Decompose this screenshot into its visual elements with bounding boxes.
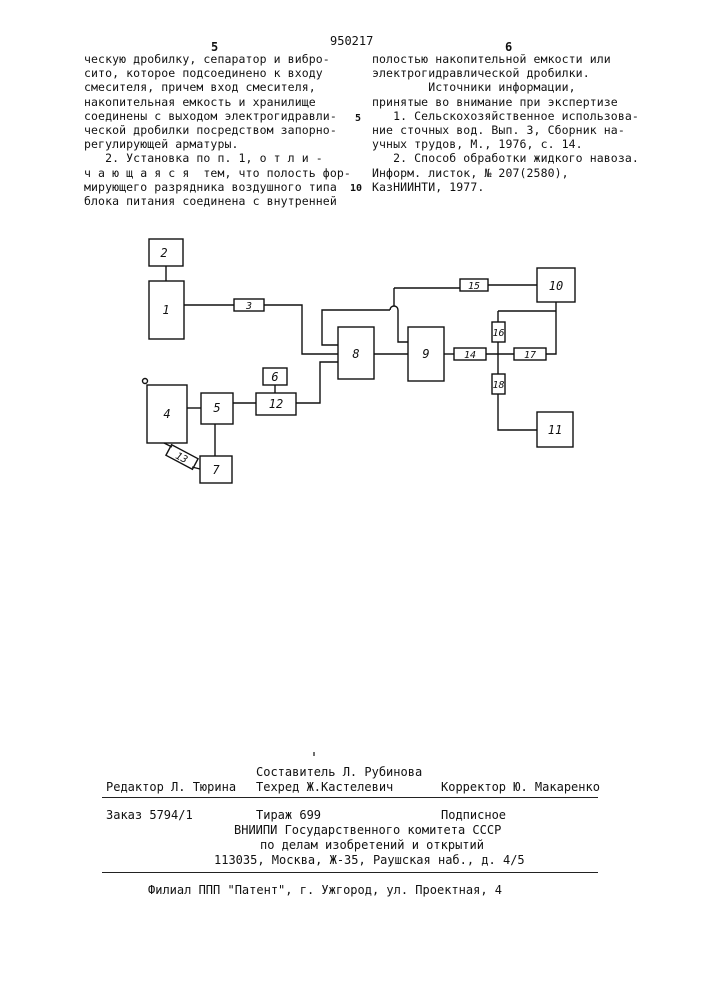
divider: [102, 872, 598, 873]
address-line: 113035, Москва, Ж-35, Раушская наб., д. …: [214, 853, 525, 867]
divider: [102, 797, 598, 798]
editor-line: Редактор Л. Тюрина: [106, 780, 236, 794]
label-4: 4: [163, 407, 170, 421]
label-8: 8: [352, 347, 359, 361]
label-1: 1: [162, 303, 169, 317]
label-11: 11: [548, 423, 562, 437]
label-5: 5: [213, 401, 220, 415]
label-3: 3: [245, 301, 252, 312]
label-6: 6: [271, 370, 278, 384]
label-18: 18: [492, 380, 504, 391]
branch-line: Филиал ППП "Патент", г. Ужгород, ул. Про…: [148, 883, 502, 897]
label-9: 9: [422, 347, 429, 361]
circulation-line: Тираж 699: [256, 808, 321, 822]
label-7: 7: [212, 463, 220, 477]
compiler-line: Составитель Л. Рубинова: [256, 765, 422, 779]
inlet-mark: [143, 379, 148, 384]
subscription-line: Подписное: [441, 808, 506, 822]
corrector-line: Корректор Ю. Макаренко: [441, 780, 600, 794]
order-line: Заказ 5794/1: [106, 808, 193, 822]
label-10: 10: [549, 279, 563, 293]
techred-line: Техред Ж.Кастелевич: [256, 780, 393, 794]
label-2: 2: [160, 246, 167, 260]
label-15: 15: [468, 281, 480, 292]
label-17: 17: [524, 350, 536, 361]
org-line-1: ВНИИПИ Государственного комитета СССР: [234, 823, 501, 837]
org-line-2: по делам изобретений и открытий: [260, 838, 484, 852]
label-12: 12: [269, 397, 283, 411]
label-16: 16: [492, 328, 504, 339]
label-14: 14: [464, 350, 476, 361]
